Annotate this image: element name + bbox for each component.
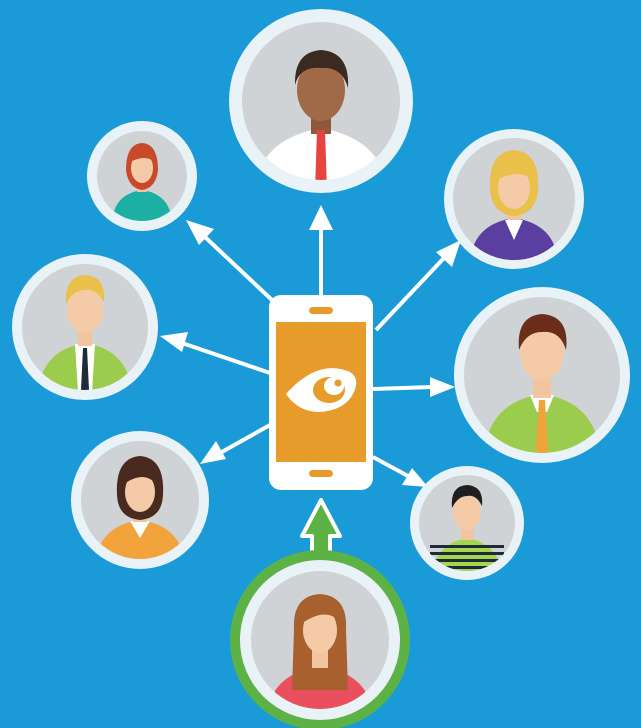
person-right (454, 287, 630, 463)
arrow-top-left (186, 220, 274, 302)
person-bottom-highlighted (230, 550, 410, 728)
arrow-lower-left (200, 423, 271, 464)
person-lower-right (410, 466, 524, 580)
arrow-left (160, 332, 271, 375)
arrow-top-right (374, 240, 461, 332)
arrow-lower-right (372, 455, 428, 487)
person-lower-left (71, 431, 209, 569)
person-top-right (444, 129, 584, 269)
phone-with-logo-icon (269, 295, 373, 490)
arrow-right (372, 377, 455, 397)
person-left (12, 254, 158, 400)
woman-redhead-teal-top-icon (112, 143, 172, 221)
woman-blonde-purple-jacket-icon (470, 150, 558, 260)
person-top-left (87, 121, 197, 231)
woman-long-brown-hair-pink-top-icon (268, 594, 372, 709)
man-blonde-green-suit-icon (38, 275, 132, 390)
boy-striped-shirt-icon (430, 485, 504, 571)
arrow-top (309, 205, 333, 295)
man-brown-hair-green-shirt-icon (484, 314, 600, 453)
app-logo-icon (286, 368, 357, 412)
person-top (229, 9, 413, 193)
woman-dark-hair-orange-top-icon (96, 456, 184, 559)
connection-arrows (160, 205, 461, 487)
